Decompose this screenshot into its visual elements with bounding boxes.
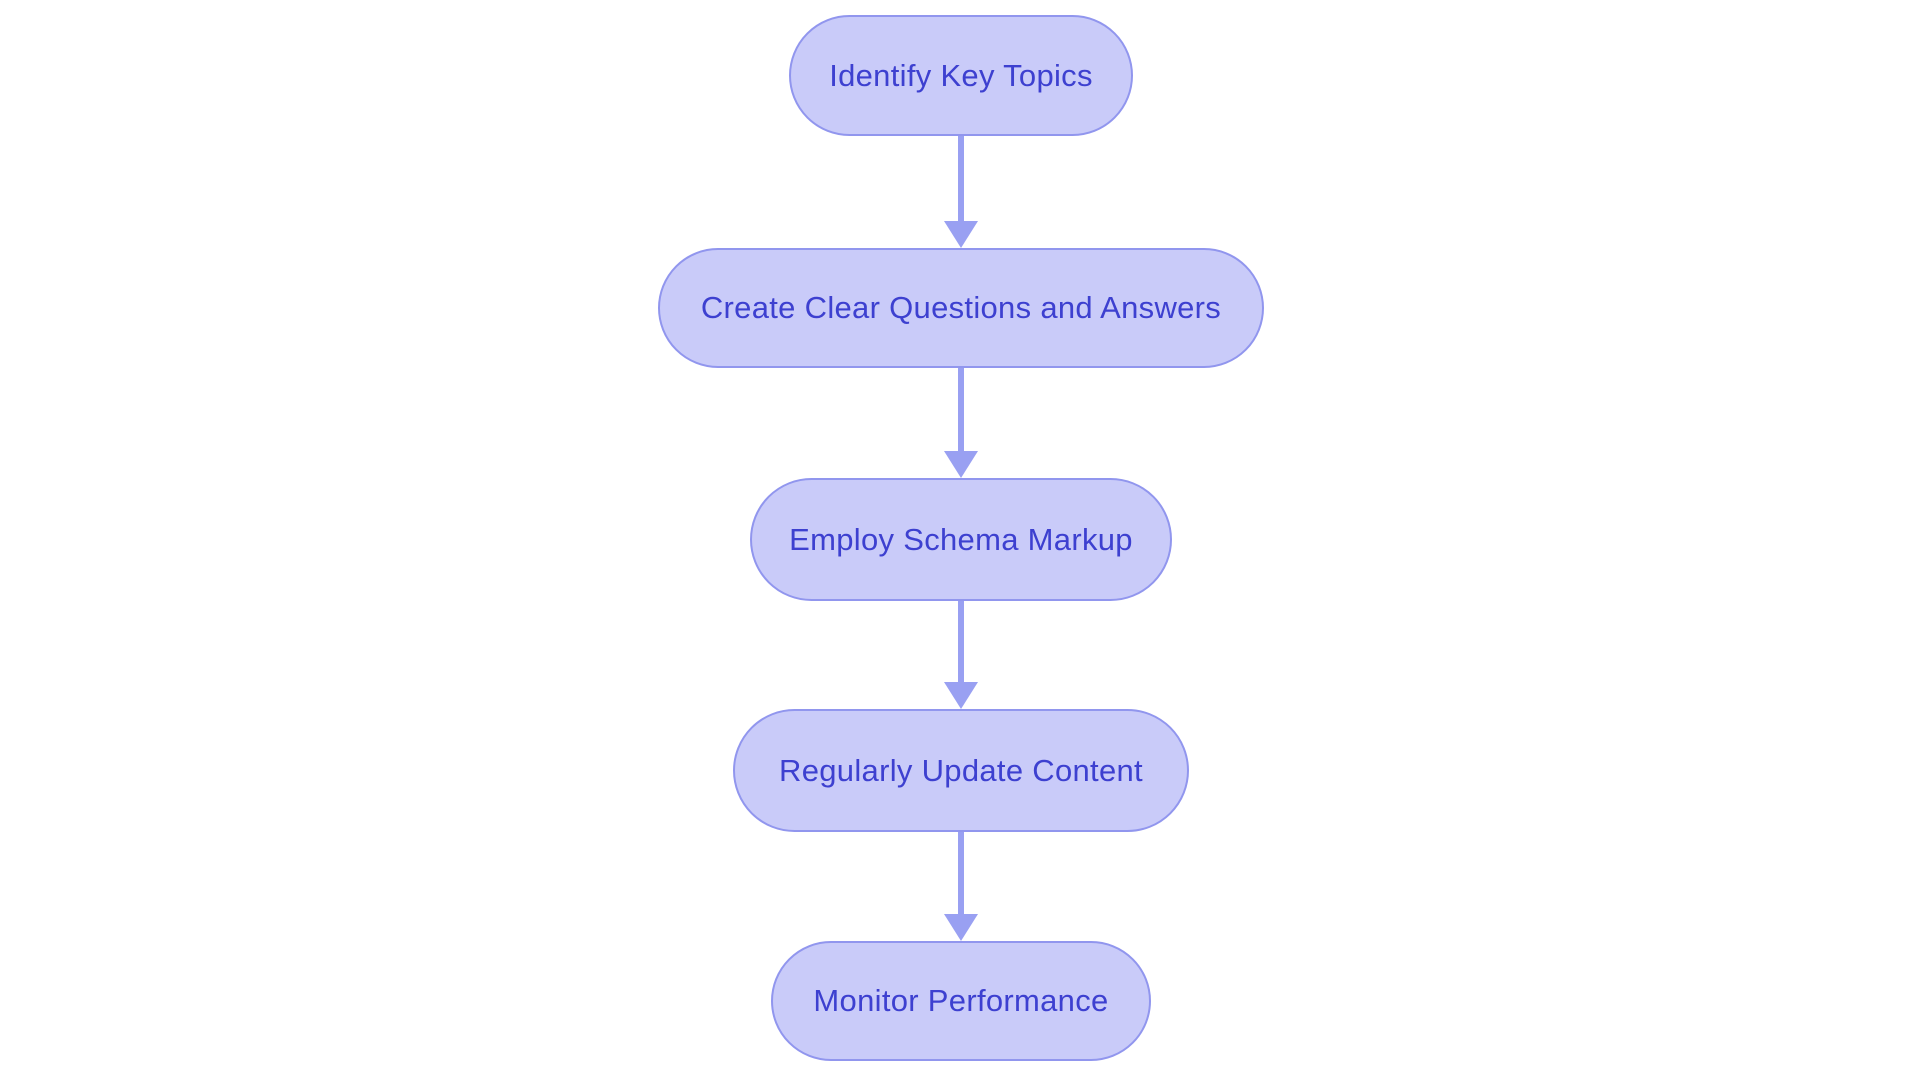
arrow-head-icon xyxy=(944,451,978,478)
arrow-line xyxy=(958,832,964,915)
node-label: Create Clear Questions and Answers xyxy=(700,290,1222,326)
arrow-head-icon xyxy=(944,221,978,248)
arrow-line xyxy=(958,136,964,222)
node-label: Monitor Performance xyxy=(813,983,1109,1019)
arrow-line xyxy=(958,601,964,683)
flow-node-identify-key-topics: Identify Key Topics xyxy=(789,15,1133,136)
node-label: Regularly Update Content xyxy=(779,752,1143,788)
flow-node-employ-schema-markup: Employ Schema Markup xyxy=(750,478,1172,601)
flow-node-regularly-update-content: Regularly Update Content xyxy=(733,709,1189,832)
arrow-head-icon xyxy=(944,682,978,709)
flow-node-create-clear-questions-and-answers: Create Clear Questions and Answers xyxy=(658,248,1264,368)
node-label: Identify Key Topics xyxy=(829,57,1093,93)
arrow-line xyxy=(958,368,964,452)
node-label: Employ Schema Markup xyxy=(789,521,1133,557)
flow-node-monitor-performance: Monitor Performance xyxy=(771,941,1151,1061)
arrow-head-icon xyxy=(944,914,978,941)
